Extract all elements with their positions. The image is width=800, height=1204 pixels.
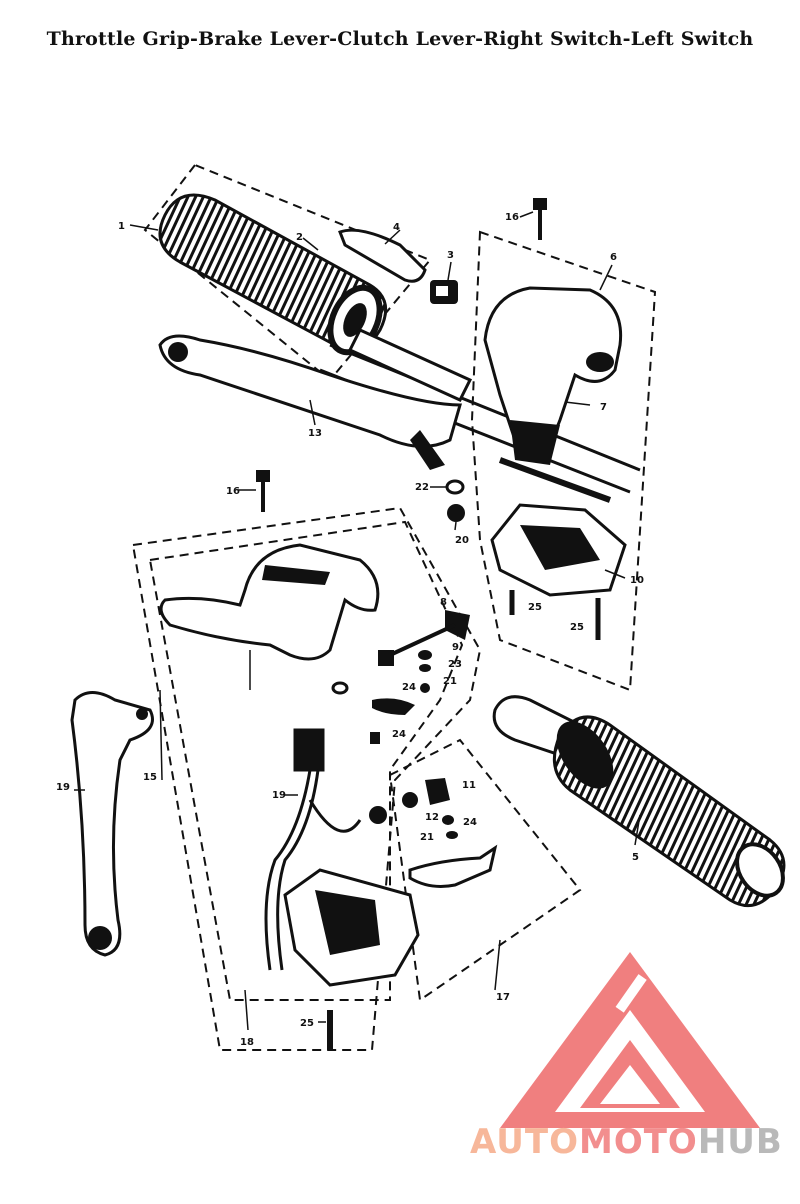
left-switch-group-outline-outer <box>131 506 482 1051</box>
wire-harness <box>264 728 362 971</box>
screw-16-lower <box>256 470 270 512</box>
right-grip <box>492 695 786 908</box>
label-part-9: 9 <box>452 642 459 653</box>
left-switch-lower <box>283 868 420 1050</box>
label-part-18: 18 <box>240 1037 254 1048</box>
automotohub-logo <box>500 952 760 1128</box>
label-part-23: 23 <box>448 659 462 670</box>
left-switch-group-outline-inner <box>148 520 464 1001</box>
label-part-25a: 25 <box>528 602 542 613</box>
label-part-12: 12 <box>425 812 439 823</box>
diagram-title: Throttle Grip-Brake Lever-Clutch Lever-R… <box>46 28 754 50</box>
brake-lever <box>158 334 462 470</box>
screw-16-upper <box>533 198 547 240</box>
label-part-24c: 24 <box>463 817 477 828</box>
label-part-8: 8 <box>440 597 447 608</box>
part-number-labels: 1 2 4 3 16 6 7 13 16 22 20 10 25 25 8 9 … <box>56 212 644 1048</box>
label-part-7: 7 <box>600 402 607 413</box>
right-switch-group-outline <box>470 230 657 692</box>
cable-guide-part <box>338 228 458 304</box>
label-part-3: 3 <box>447 250 454 261</box>
label-part-25c: 25 <box>300 1018 314 1029</box>
label-part-6: 6 <box>610 252 617 263</box>
label-part-11: 11 <box>462 780 476 791</box>
label-part-13: 13 <box>308 428 322 439</box>
label-part-15: 15 <box>143 772 157 783</box>
left-switch-upper <box>159 543 380 661</box>
switch-buttons <box>369 778 498 888</box>
label-part-24b: 24 <box>392 729 406 740</box>
label-part-24a: 24 <box>402 682 416 693</box>
washer-parts <box>445 479 465 522</box>
left-switch-internals <box>331 610 470 744</box>
automotohub-wordmark: AUTOMOTOHUB <box>470 1122 783 1162</box>
label-part-17: 17 <box>496 992 510 1003</box>
wordmark-auto: AUTO <box>470 1122 579 1162</box>
wordmark-hub: HUB <box>697 1122 783 1162</box>
label-part-1: 1 <box>118 221 125 232</box>
label-part-16b: 16 <box>226 486 240 497</box>
label-part-19: 19 <box>56 782 70 793</box>
label-part-4: 4 <box>393 222 400 233</box>
wordmark-moto: MOTO <box>578 1122 698 1162</box>
label-part-21: 21 <box>443 676 457 687</box>
label-part-5: 5 <box>632 852 639 863</box>
right-switch-upper <box>483 286 623 465</box>
label-part-16: 16 <box>505 212 519 223</box>
throttle-grip <box>158 193 473 402</box>
label-part-2: 2 <box>296 232 303 243</box>
label-part-22: 22 <box>415 482 429 493</box>
clutch-lever <box>70 691 154 957</box>
label-part-10: 10 <box>630 575 644 586</box>
label-part-21b: 21 <box>420 832 434 843</box>
label-part-25b: 25 <box>570 622 584 633</box>
label-part-20: 20 <box>455 535 469 546</box>
label-part-19b: 19 <box>272 790 286 801</box>
right-switch-lower <box>490 503 627 640</box>
